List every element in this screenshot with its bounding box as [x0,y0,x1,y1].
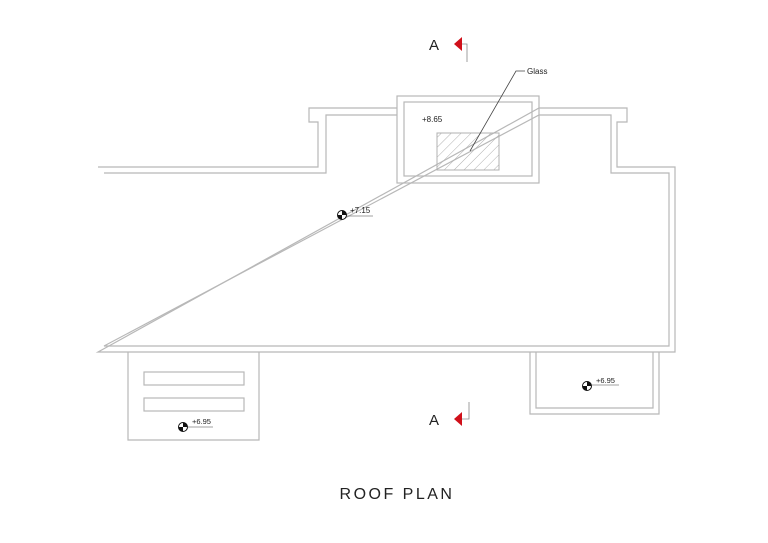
section-arrow-icon [454,412,462,426]
section-label-bottom: A [429,412,439,429]
skylight-box [396,70,540,184]
level-skylight: +8.65 [422,115,443,124]
level-main-roof: +7.15 [350,206,371,215]
section-mark-top [454,37,468,62]
left-lower-roof [127,352,260,441]
level-marker-main [337,210,373,220]
section-mark-bottom [454,402,470,426]
level-left-lower: +6.95 [192,417,211,426]
right-lower-roof [529,352,660,415]
section-arrow-icon [454,37,462,51]
glass-hatch [436,132,500,171]
drawing-title: ROOF PLAN [340,486,455,503]
section-label-top: A [429,37,439,54]
glass-label: Glass [527,67,547,76]
level-right-lower: +6.95 [596,376,615,385]
main-roof [95,107,676,353]
glass-leader [469,70,525,152]
